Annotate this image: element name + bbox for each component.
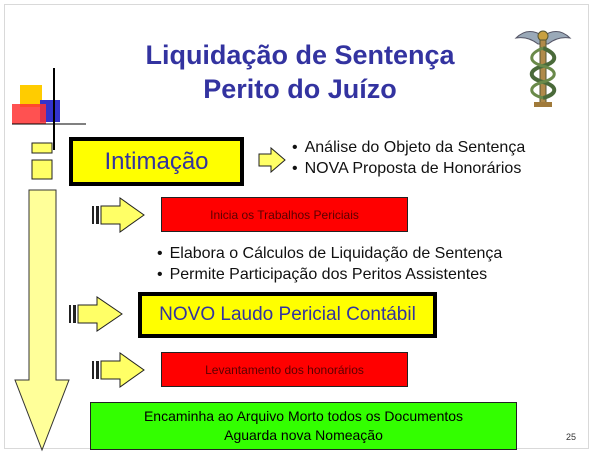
right-arrow-icon (258, 146, 286, 174)
intimacao-bullets: Análise do Objeto da Sentença NOVA Propo… (292, 137, 526, 179)
slide-title: Liquidação de Sentença Perito do Juízo (110, 38, 490, 106)
arquivo-line-1: Encaminha ao Arquivo Morto todos os Docu… (143, 408, 464, 424)
small-square-1 (31, 142, 53, 154)
trabalhos-box: Inicia os Trabalhos Periciais (161, 197, 408, 232)
levantamento-box: Levantamento dos honorários (161, 352, 408, 387)
title-line-2: Perito do Juízo (203, 74, 397, 104)
down-arrow-icon (14, 189, 70, 452)
right-arrow-icon (92, 352, 145, 388)
list-item: Análise do Objeto da Sentença (292, 137, 526, 158)
list-item: Elabora o Cálculos de Liquidação de Sent… (157, 243, 503, 264)
laudo-box: NOVO Laudo Pericial Contábil (138, 292, 437, 338)
trabalhos-label: Inicia os Trabalhos Periciais (210, 207, 359, 222)
list-item: Permite Participação dos Peritos Assiste… (157, 264, 502, 285)
corner-squares-decoration-icon (12, 68, 86, 150)
levantamento-label: Levantamento dos honorários (205, 362, 364, 377)
intimacao-box: Intimação (69, 137, 244, 186)
arquivo-line-2: Aguarda nova Nomeação (224, 427, 383, 443)
arquivo-box: Encaminha ao Arquivo Morto todos os Docu… (90, 402, 517, 450)
right-arrow-icon (92, 197, 145, 233)
title-line-1: Liquidação de Sentença (145, 40, 455, 70)
intimacao-label: Intimação (104, 147, 209, 175)
trabalhos-bullets: Elabora o Cálculos de Liquidação de Sent… (157, 243, 503, 285)
laudo-label: NOVO Laudo Pericial Contábil (159, 304, 416, 325)
right-arrow-icon (69, 296, 123, 332)
caduceus-logo-icon (514, 30, 572, 107)
list-item: NOVA Proposta de Honorários (292, 158, 525, 179)
small-square-2 (31, 159, 53, 180)
page-number: 25 (566, 432, 577, 442)
